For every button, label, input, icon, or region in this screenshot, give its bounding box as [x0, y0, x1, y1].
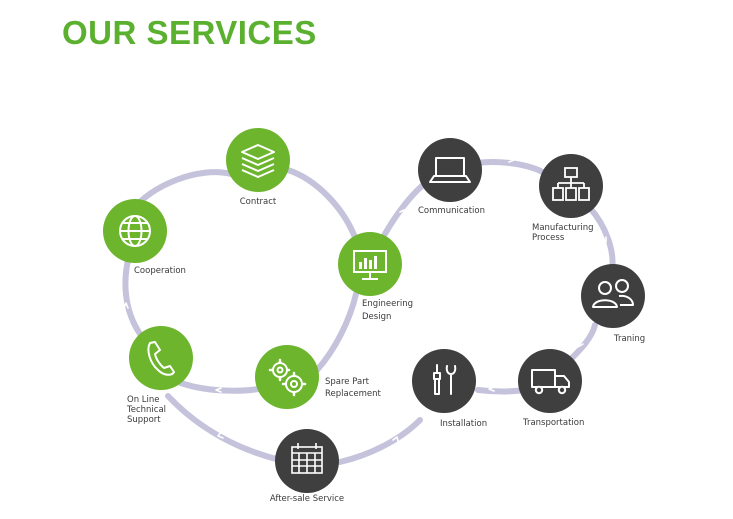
layers-icon: [241, 144, 275, 178]
node-label: After-sale Service: [270, 494, 344, 504]
arrow-icon: [318, 196, 325, 202]
gears-icon: [268, 358, 307, 397]
node-contract: Contract: [226, 128, 290, 207]
node-spare-part-replacement: Spare Part Replacement: [255, 345, 382, 409]
node-installation: Installation: [412, 349, 487, 429]
node-cooperation: Cooperation: [103, 199, 186, 276]
phone-icon: [147, 341, 175, 376]
node-label: On Line Technical Support: [126, 395, 169, 425]
node-traning: Traning: [581, 264, 645, 344]
node-label: Contract: [240, 197, 277, 207]
tools-icon: [433, 364, 457, 395]
node-label: Manufacturing Process: [532, 223, 596, 243]
arrow-icon: [508, 157, 515, 163]
node-manufacturing-process: Manufacturing Process: [532, 154, 603, 243]
arrow-icon: [392, 436, 399, 442]
node-label: Transportation: [522, 418, 584, 428]
node-label: Traning: [613, 334, 645, 344]
calendar-icon: [291, 443, 323, 474]
page-title: OUR SERVICES: [62, 14, 317, 51]
node-online-technical-support: On Line Technical Support: [126, 326, 193, 425]
globe-icon: [119, 215, 151, 247]
arrow-icon: [601, 236, 607, 243]
arrow-icon: [123, 302, 129, 309]
node-label: Cooperation: [134, 266, 186, 276]
monitor-chart-icon: [353, 250, 387, 280]
org-chart-icon: [552, 167, 590, 201]
truck-icon: [531, 369, 570, 395]
node-transportation: Transportation: [518, 349, 584, 428]
arrow-icon: [217, 431, 224, 439]
node-label: Spare Part Replacement: [325, 377, 382, 399]
arrow-icon: [488, 386, 495, 392]
arrow-icon: [177, 170, 184, 176]
node-after-sale-service: After-sale Service: [270, 429, 344, 504]
node-label: Engineering Design: [362, 299, 416, 322]
node-communication: Communication: [418, 138, 485, 216]
arrow-icon: [399, 209, 405, 215]
arrow-icon: [577, 341, 584, 348]
arrow-icon: [328, 331, 335, 338]
node-engineering-design: Engineering Design: [338, 232, 416, 322]
node-label: Installation: [440, 419, 487, 429]
laptop-icon: [429, 157, 471, 183]
users-icon: [592, 279, 634, 308]
node-label: Communication: [418, 206, 485, 216]
arrow-icon: [215, 387, 222, 393]
